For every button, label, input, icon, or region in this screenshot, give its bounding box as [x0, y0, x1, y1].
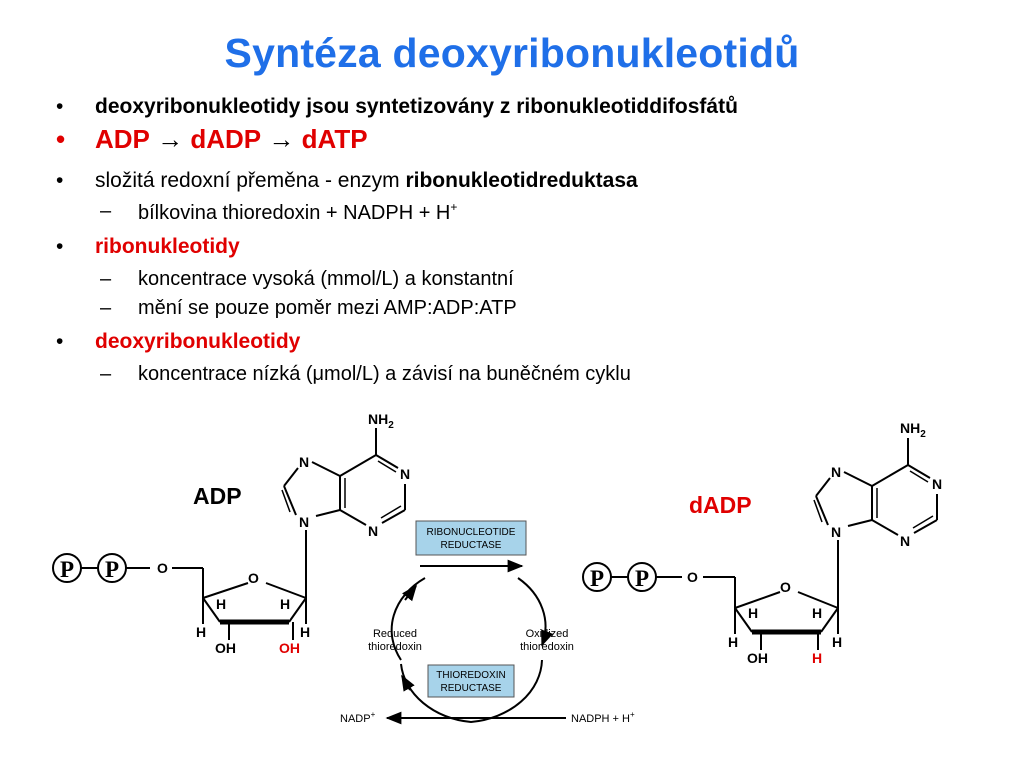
hydrogen-label: H [748, 605, 758, 621]
nitrogen-label: N [299, 454, 309, 470]
bullet-icon: • [56, 124, 66, 154]
adp-label: ADP [193, 483, 242, 509]
list-item: – mění se pouze poměr mezi AMP:ADP:ATP [56, 298, 1016, 329]
phosphate-label: P [60, 557, 74, 582]
oxygen-label: O [157, 560, 168, 576]
nadp-label: NADP+ [340, 710, 376, 725]
bullet-icon: • [56, 235, 64, 258]
nitrogen-label: N [932, 476, 942, 492]
hydrogen-label: H [216, 596, 226, 612]
bullet-text: složitá redoxní přeměna - enzym [95, 169, 406, 192]
hydrogen-2-label: H [812, 650, 822, 666]
bullet-text: ribonukleotidy [95, 235, 240, 258]
bullet-list: • deoxyribonukleotidy jsou syntetizovány… [56, 96, 1016, 394]
nitrogen-label: N [368, 523, 378, 539]
dadp-molecule: dADP P P O O H H H H OH H N N [582, 420, 942, 666]
datp-term: dATP [301, 124, 368, 154]
enzyme-label: REDUCTASE [441, 540, 502, 551]
list-item: – bílkovina thioredoxin + NADPH + H+ [56, 201, 1016, 234]
hydroxyl-2-label: OH [279, 640, 300, 656]
list-item: – koncentrace nízká (μmol/L) a závisí na… [56, 364, 1016, 394]
list-item: • složitá redoxní přeměna - enzym ribonu… [56, 170, 1016, 201]
reduced-thioredoxin-label: Reduced [373, 628, 417, 640]
hydrogen-label: H [728, 634, 738, 650]
nitrogen-label: N [831, 524, 841, 540]
nadph-label: NADPH + H+ [571, 710, 635, 725]
hydrogen-label: H [196, 624, 206, 640]
bullet-icon: • [56, 169, 64, 192]
hydrogen-label: H [832, 634, 842, 650]
ring-oxygen-label: O [780, 579, 791, 595]
nitrogen-label: N [900, 533, 910, 549]
amine-label: NH2 [900, 420, 926, 440]
superscript: + [450, 200, 458, 214]
phosphate-label: P [105, 557, 119, 582]
sub-bullet-text: koncentrace vysoká (mmol/L) a konstantní [138, 268, 514, 290]
dash-icon: – [100, 200, 112, 222]
hydroxyl-label: OH [747, 650, 768, 666]
phosphate-label: P [590, 566, 604, 591]
adp-molecule: ADP P P O O H H H H OH OH N N [52, 411, 410, 656]
thioredoxin-reductase-box [427, 664, 515, 698]
hydroxyl-label: OH [215, 640, 236, 656]
nitrogen-label: N [831, 464, 841, 480]
page-title: Syntéza deoxyribonukleotidů [224, 30, 800, 76]
reaction-figure: ADP P P O O H H H H OH OH N N [52, 411, 942, 725]
bullet-text: deoxyribonukleotidy [95, 330, 301, 353]
sub-bullet-text: koncentrace nízká (μmol/L) a závisí na b… [138, 363, 631, 385]
sub-bullet-text: mění se pouze poměr mezi AMP:ADP:ATP [138, 297, 517, 319]
enzyme-name: ribonukleotidreduktasa [405, 169, 638, 192]
list-item: • deoxyribonukleotidy [56, 331, 1016, 364]
adp-term: ADP [95, 124, 150, 154]
enzyme-label: RIBONUCLEOTIDE [427, 527, 516, 538]
list-item: • deoxyribonukleotidy jsou syntetizovány… [56, 96, 1016, 128]
bullet-icon: • [56, 95, 64, 118]
enzyme-label: REDUCTASE [441, 683, 502, 694]
nitrogen-label: N [299, 514, 309, 530]
dadp-term: dADP [190, 124, 262, 154]
sub-bullet-text: bílkovina thioredoxin + NADPH + H [138, 202, 451, 224]
amine-label: NH2 [368, 411, 394, 431]
list-item: • ribonukleotidy [56, 236, 1016, 266]
hydrogen-label: H [812, 605, 822, 621]
oxidized-thioredoxin-label: thioredoxin [520, 641, 574, 653]
phosphate-label: P [635, 566, 649, 591]
enzyme-label: THIOREDOXIN [436, 670, 505, 681]
hydrogen-label: H [280, 596, 290, 612]
arrow-icon [517, 577, 554, 647]
oxygen-label: O [687, 569, 698, 585]
reduced-thioredoxin-label: thioredoxin [368, 641, 422, 653]
bullet-icon: • [56, 330, 64, 353]
oxidized-thioredoxin-label: Oxidized [526, 628, 569, 640]
dash-icon: – [100, 268, 112, 290]
dash-icon: – [100, 297, 112, 319]
ribonucleotide-reductase-box [415, 520, 527, 556]
nitrogen-label: N [400, 466, 410, 482]
ring-oxygen-label: O [248, 570, 259, 586]
dash-icon: – [100, 363, 112, 385]
arrow-icon [401, 674, 415, 692]
list-item: • ADP → dADP → dATP [56, 126, 1016, 164]
arrow-icon [402, 584, 417, 602]
dadp-label: dADP [689, 492, 752, 518]
list-item: – koncentrace vysoká (mmol/L) a konstant… [56, 269, 1016, 298]
bullet-text: deoxyribonukleotidy jsou syntetizovány z… [95, 95, 738, 118]
arrow-icon: → [149, 124, 191, 154]
reaction-cycle: RIBONUCLEOTIDE REDUCTASE Reduced thiored… [340, 520, 635, 725]
arrow-icon: → [261, 124, 302, 154]
hydrogen-label: H [300, 624, 310, 640]
